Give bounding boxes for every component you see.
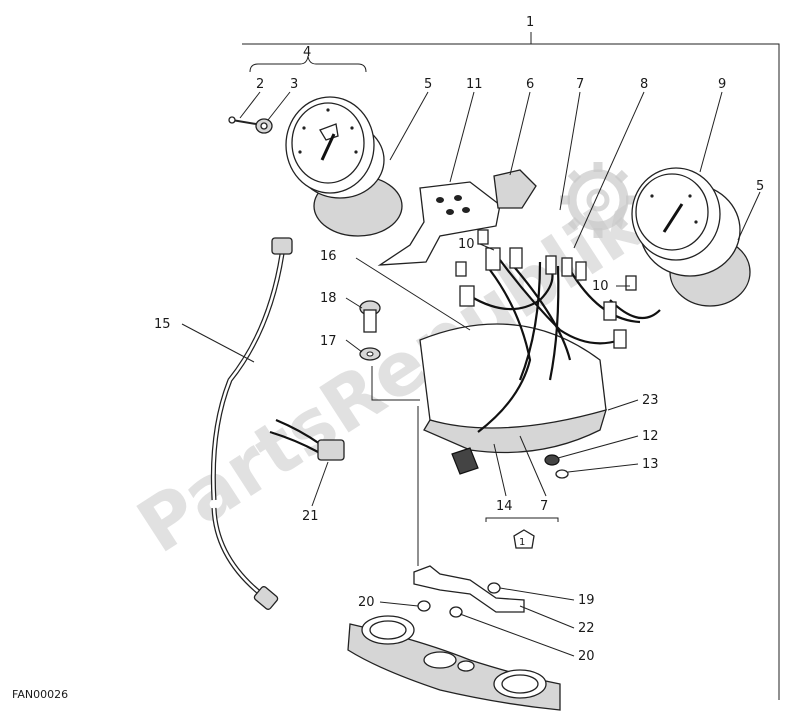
callout-4: 4 [303,45,311,60]
callout-21: 21 [302,509,319,524]
callout-13: 13 [642,457,659,472]
warning-panel-6 [493,169,537,209]
callout-15: 15 [154,317,171,332]
callout-23: 23 [642,393,659,408]
washer-17 [359,347,381,361]
group-brace-4 [249,55,367,73]
callout-10a: 10 [458,237,475,252]
callout-8: 8 [640,77,648,92]
callout-7a: 7 [576,77,584,92]
gear-icon [560,162,636,238]
right-gauge [631,167,751,307]
callout-14: 14 [496,499,513,514]
speedo-cable-15 [210,237,293,610]
callout-20b: 20 [578,649,595,664]
callout-2: 2 [256,77,264,92]
grommet-3 [255,118,273,134]
drawing-code: FAN00026 [12,688,68,701]
sub-assembly-bracket [485,517,559,549]
screw-2 [228,116,257,125]
switch-21 [269,418,345,461]
callout-labels: 1 4 2 3 5 11 6 7 8 9 5 10 16 18 17 15 10… [154,15,764,664]
callout-7b: 7 [540,499,548,514]
callout-11: 11 [466,77,483,92]
wiring-harness [451,229,661,475]
callout-9: 9 [718,77,726,92]
callout-16: 16 [320,249,337,264]
bolt-13 [555,469,569,479]
callout-17: 17 [320,334,337,349]
mount-bracket-22 [413,565,525,618]
callout-18: 18 [320,291,337,306]
callout-6: 6 [526,77,534,92]
left-gauge [285,96,403,237]
assembly-bracket [242,32,780,700]
headlight-shell-23 [419,323,607,454]
callout-1: 1 [526,15,534,30]
callout-10b: 10 [592,279,609,294]
callout-19: 19 [578,593,595,608]
leader-lines [181,91,761,657]
callout-12: 12 [642,429,659,444]
screw-18 [359,300,381,333]
callout-20a: 20 [358,595,375,610]
callout-5a: 5 [424,77,432,92]
nut-12 [544,454,560,466]
callout-1-symbol: 1 [519,537,525,548]
upper-triple-clamp [347,615,561,711]
callout-22: 22 [578,621,595,636]
callout-5b: 5 [756,179,764,194]
callout-3: 3 [290,77,298,92]
bracket-11 [377,181,501,266]
